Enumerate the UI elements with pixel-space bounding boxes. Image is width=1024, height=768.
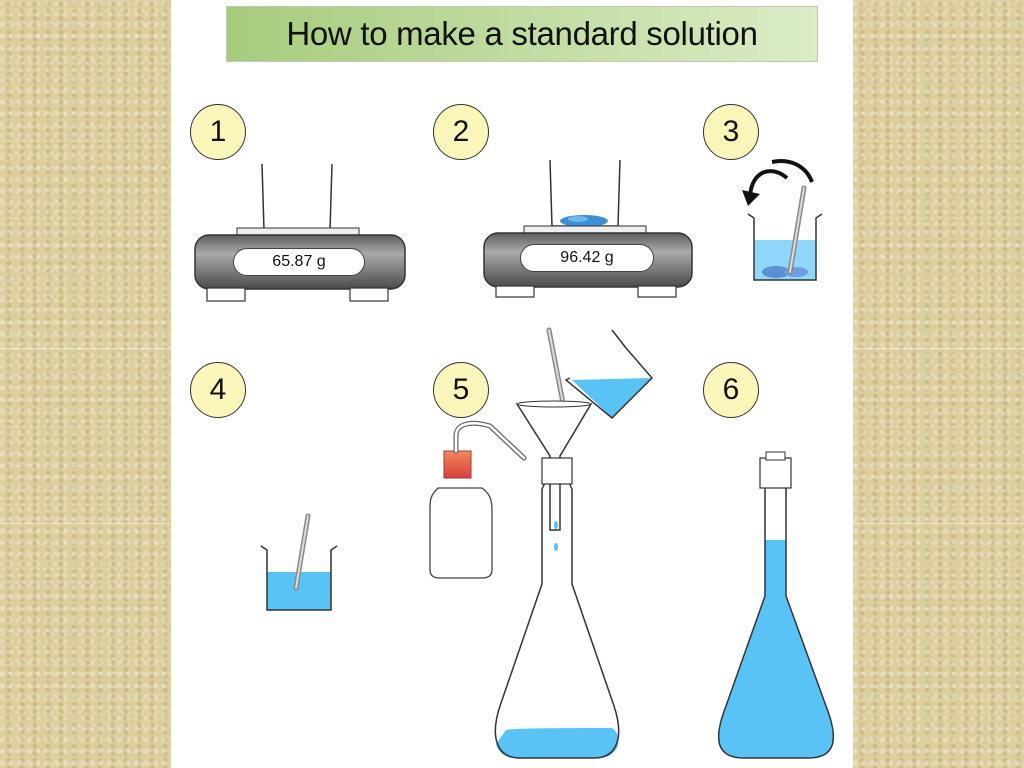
step-number-2: 2 (433, 104, 489, 160)
step-number-4: 4 (190, 362, 246, 418)
volumetric-flask-filling (494, 457, 620, 759)
left-texture-panel (0, 0, 171, 768)
balance-readout-step1: 65.87 g (233, 248, 365, 276)
balance-readout-step2: 96.42 g (520, 244, 654, 272)
volumetric-flask-full (718, 451, 834, 759)
pouring-beaker (564, 329, 654, 420)
right-texture-panel (853, 0, 1024, 768)
step-number-1: 1 (190, 104, 246, 160)
rotate-arrow-icon (742, 190, 760, 206)
slide-title: How to make a standard solution (226, 6, 818, 62)
step-number-3: 3 (703, 104, 759, 160)
texture-seam (0, 523, 171, 524)
texture-seam (0, 348, 171, 349)
funnel (515, 327, 593, 531)
beaker-dissolving (742, 159, 823, 281)
balance-with-solid (483, 159, 693, 298)
step-number-5: 5 (433, 362, 489, 418)
texture-seam (853, 523, 1024, 524)
balance-empty (194, 163, 406, 302)
beaker-solution (260, 513, 338, 611)
step-number-6: 6 (703, 362, 759, 418)
texture-seam (853, 348, 1024, 349)
wash-bottle (429, 420, 527, 579)
